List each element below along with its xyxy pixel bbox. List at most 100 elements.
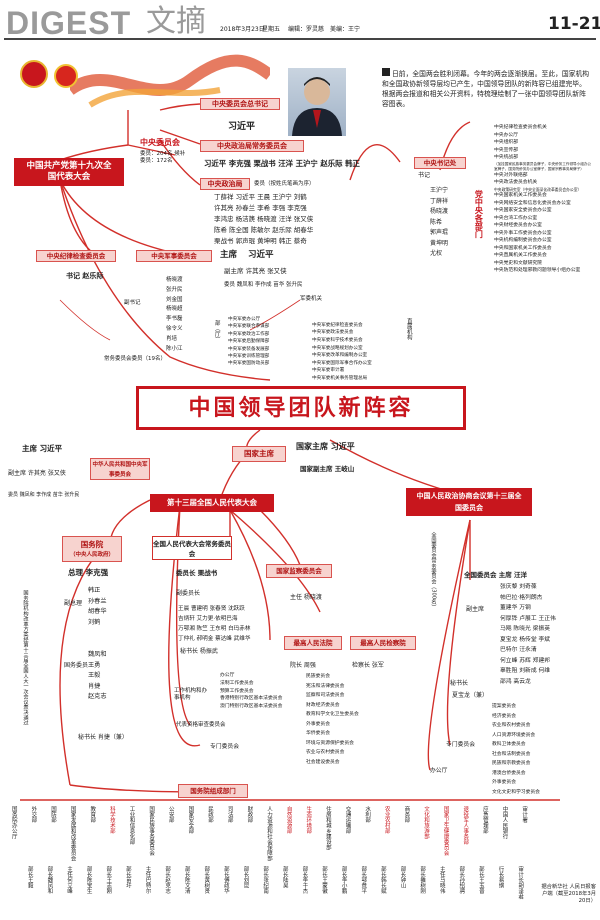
ministry-name: 文化和旅游部 [422,806,429,839]
npcsc-vice-row: 丁仲礼 郝明金 蔡达峰 武维华 [178,636,251,642]
central-committee-label: 中央委员会 [140,138,180,147]
cppcc-special-item: 经济委员会 [492,713,516,719]
ministry-name: 司法部 [226,806,233,823]
npc-work-item: 香港特别行政区基本法委员会 [220,696,283,702]
cmc-dept: 中央军委机关事务管理总局 [312,375,368,381]
vice-premier-label: 副总理 [64,600,83,607]
ministry-name: 国务院办公厅 [10,806,17,839]
cmc-dept: 中央军委政法委员会 [312,330,354,336]
vice-president: 国家副主席 王岐山 [300,465,355,473]
ministries-label: 国务院组成部门 [178,784,248,798]
npc-special-item: 华侨委员会 [306,731,330,736]
ccdi-deputy-label: 副书记 [124,300,141,306]
party-organ: 中央政法委员会机关 [494,180,538,185]
ministry-name: 审计署 [521,806,528,823]
secretariat-members: 王沪宁 丁薛祥 杨晓渡 陈希 郭声琨 黄坤明 尤权 [430,186,448,260]
cppcc-secgen: 夏宝龙（兼） [452,692,489,699]
npc-work-list: 办公厅 法制工作委员会 预算工作委员会 香港特别行政区基本法委员会 澳门特别行政… [220,672,282,711]
header-editor: 编辑：罗灵慈 [288,26,325,33]
secretariat-member: 陈希 [430,218,443,226]
page-number: 11-21 [548,14,600,34]
cppcc-vice-row: 辜胜阻 刘新成 何维 [500,668,551,674]
party-organ: 中央组织部 [494,140,518,145]
npc-special-item: 财政经济委员会 [306,702,340,708]
party-organ: 中央直属机关工作委员会 [494,253,547,258]
state-councilor-label: 国务委员 [64,662,89,669]
credentials-committee: 代表资格审查委员会 [176,722,226,728]
politburo-row: 李鸿忠 杨洁篪 杨晓渡 汪洋 张又侠 [214,215,314,223]
state-council-sub: （中央人民政府） [69,552,114,558]
digest-cn: 文摘 [146,4,206,39]
party-organ: 中央和国家机关工作委员会 [494,245,552,251]
cppcc-vice-label: 副主席 [466,606,485,613]
party-organs-list: 中央纪律检查委员会机关 中央办公厅 中央组织部 中央宣传部 中央统战部 （加挂国… [494,124,594,275]
cmc-dept: 中央军委装备发展部 [228,346,270,352]
npc-box: 第十三届全国人民代表大会 [150,494,274,512]
party-organ: 中央党史和文献研究院 [494,260,542,266]
minister-name: 部长苗圩 [124,866,131,888]
president-label: 国家主席 [232,446,286,462]
ministry-name: 水利部 [364,806,371,823]
supervision-label: 国家监察委员会 [266,564,332,578]
party-organ: 中央防范和处理邪教问题领导小组办公室 [494,268,581,273]
ccdi-deputy: 李书磊 [166,316,183,323]
vice-premier: 胡春华 [88,608,107,615]
state-council-label: 国务院 （中央人民政府） [62,536,122,562]
gensec-name: 习近平 [228,122,256,132]
minister-name: 审计长胡泽君 [517,866,524,899]
minister-name: 部长王毅 [26,866,33,888]
ministry-name: 民政部 [207,806,214,823]
cmc-dept: 中央军委政治工作部 [228,331,270,337]
party-organs-label: 党中央各部门 [474,190,484,238]
secretariat-member: 杨晓渡 [430,208,449,215]
secretariat-member: 丁薛祥 [430,197,449,205]
ccdi-deputy: 肖培 [166,335,178,342]
cmc-dept: 中央军委办公厅 [228,317,261,322]
vice-premiers: 韩正 孙春兰 胡春华 刘鹤 [88,586,107,628]
minister-name: 部长赵克志 [164,866,171,894]
minister-name: 部长孙绍骋 [458,866,465,894]
cmc-organs: 军委机关 [300,296,323,302]
digest-logo: DIGEST [6,5,132,41]
party-organ: 中央办公厅 [494,132,518,138]
cmc-dept: 中央军委科学技术委员会 [312,337,363,343]
ministry-name: 生态环境部 [305,806,312,834]
cppcc-office: 办公厅 [430,768,448,774]
state-council-name: 国务院 [80,540,104,549]
npc-special-list: 民族委员会 宪法和法律委员会 监察和司法委员会 财政经济委员会 教育科学文化卫生… [306,672,359,767]
cppcc-vice-row: 夏宝龙 杨传堂 李斌 [500,636,551,643]
cppcc-special-item: 外事委员会 [492,780,516,785]
party-organ: 中央对外联络部 [494,172,528,178]
cppcc-chair: 全国委员会 主席 汪洋 [464,571,528,579]
court-label: 最高人民法院 [284,636,342,650]
politburo-row: 陈希 陈全国 陈敏尔 赵乐际 胡春华 [214,226,314,234]
cppcc-special-label: 专门委员会 [446,742,475,748]
footer-note: 据合新华社 人民日报客户端（截至2018年3月20日） [541,884,596,905]
ministry-name: 国防部 [50,806,57,823]
cmc-dept: 中央军委后勤保障部 [228,339,270,345]
decor-ribbon [66,50,274,110]
party-organ: 中央宣传部 [494,147,518,153]
gensec-label: 中央委员会总书记 [200,98,280,110]
ministry-name: 科学技术部 [108,806,115,834]
state-councilor: 赵克志 [88,693,107,700]
secretariat-member: 郭声琨 [430,229,449,236]
npcsc-box: 全国人民代表大会常务委员会 [152,536,232,560]
minister-name: 主任巴特尔 [144,866,151,894]
politburo-note: 委员（按姓氏笔画为序） [254,181,315,187]
ministry-name: 工业和信息化部 [128,806,135,845]
party-organ: 中央财经委员会办公室 [494,223,542,228]
party-congress-box: 中国共产党第十九次全国代表大会 [14,158,124,186]
header-art: 美编：王宁 [330,26,361,33]
politburo-members: 丁薛祥 习近平 王晨 王沪宁 刘鹤 许其亮 孙春兰 李希 李强 李克强 李鸿忠 … [214,192,313,247]
ministry-name: 自然资源部 [285,806,292,834]
npcsc-vice-row: 万鄂湘 陈竺 王东明 白玛赤林 [178,626,251,632]
cmc2-members: 委员 魏凤和 李作成 苗华 张升民 [8,492,80,498]
ccdi-deputy: 杨晓渡 [166,277,183,283]
party-organ: 中央外事工作委员会办公室 [494,230,552,236]
npc-work-item: 预算工作委员会 [220,688,254,694]
cppcc-special-list: 提案委员会 经济委员会 农业和农村委员会 人口资源环境委员会 教科卫体委员会 社… [492,702,540,797]
minister-name: 部长魏凤和 [46,866,53,894]
secretariat-sec-label: 书记 [418,172,431,179]
